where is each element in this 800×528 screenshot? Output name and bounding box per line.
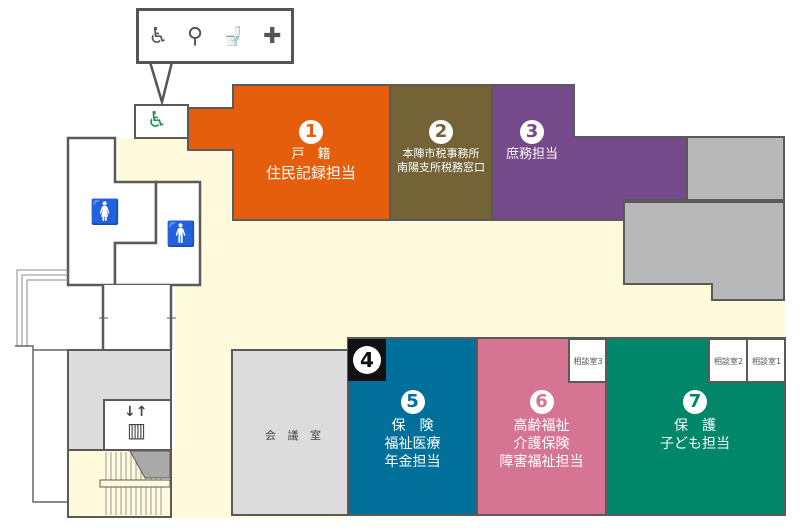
- consultation-room-1-label: 相談室1: [751, 357, 782, 366]
- counter-5-number: 5: [400, 390, 425, 414]
- baby-changing-icon: ⚲: [186, 23, 204, 49]
- counter-2-line-2: 南陽支所税務窓口: [397, 161, 485, 175]
- counter-3-number: 3: [520, 120, 544, 144]
- elevator-icon: ▥: [127, 418, 146, 442]
- counter-6-number: 6: [529, 390, 554, 414]
- consultation-room-1-box: [746, 338, 786, 383]
- counter-1-number: 1: [299, 120, 323, 144]
- accessible-toilet-room: [134, 104, 189, 139]
- entrance-vestibule: [103, 285, 171, 350]
- counter-7-line-1: 保 護: [674, 418, 716, 434]
- counter-1-label: 1 戸 籍 住民記録担当: [255, 120, 367, 183]
- counter-4-number: 4: [353, 346, 381, 374]
- counter-6-label: 6 高齢福祉 介護保険 障害福祉担当: [479, 390, 604, 472]
- counter-7-number: 7: [683, 390, 707, 414]
- ostomate-icon: ✚: [263, 23, 282, 49]
- counter-4-badge: 4: [348, 339, 386, 381]
- meeting-room: [231, 349, 349, 516]
- wheelchair-icon: ♿: [148, 23, 169, 49]
- counter-2-number: 2: [429, 120, 453, 144]
- counter-6-line-2: 介護保険: [513, 436, 570, 453]
- counter-7-label: 7 保 護 子ども担当: [630, 390, 760, 453]
- gray-room-lower: [623, 201, 785, 301]
- counter-5-line-3: 年金担当: [384, 454, 441, 471]
- counter-2-label: 2 本陣市税事務所 南陽支所税務窓口: [392, 120, 490, 176]
- counter-2-line-1: 本陣市税事務所: [402, 147, 480, 160]
- elevator-room: [103, 399, 172, 451]
- consultation-room-3-box: [568, 338, 607, 383]
- counter-6-line-3: 障害福祉担当: [499, 454, 584, 471]
- child-seat-toilet-icon: 🚽: [221, 25, 245, 47]
- counter-5-line-1: 保 険: [391, 418, 434, 434]
- counter-1-line-1: 戸 籍: [291, 147, 331, 162]
- callout-pointer: [148, 61, 174, 107]
- accessible-toilet-icon: ♿: [147, 108, 167, 133]
- consultation-room-3-label: 相談室3: [573, 357, 603, 366]
- counter-7-line-2: 子ども担当: [660, 436, 730, 453]
- female-restroom-icon: 🚺: [90, 198, 120, 226]
- meeting-room-label: 会 議 室: [265, 429, 325, 442]
- consultation-room-2-label: 相談室2: [713, 357, 744, 366]
- counter-6-line-1: 高齢福祉: [513, 418, 570, 434]
- facility-callout: ♿ ⚲ 🚽 ✚: [136, 8, 294, 64]
- male-restroom-icon: 🚹: [166, 220, 196, 248]
- counter-1-line-2: 住民記録担当: [265, 163, 356, 182]
- gray-room-upper: [686, 136, 785, 201]
- counter-3-line-1: 庶務担当: [505, 147, 558, 162]
- counter-5-line-2: 福祉医療: [384, 436, 441, 453]
- counter-3-label: 3 庶務担当: [495, 120, 569, 164]
- elevator-arrows-icon: ↓↑: [124, 404, 148, 420]
- counter-5-label: 5 保 険 福祉医療 年金担当: [350, 390, 475, 472]
